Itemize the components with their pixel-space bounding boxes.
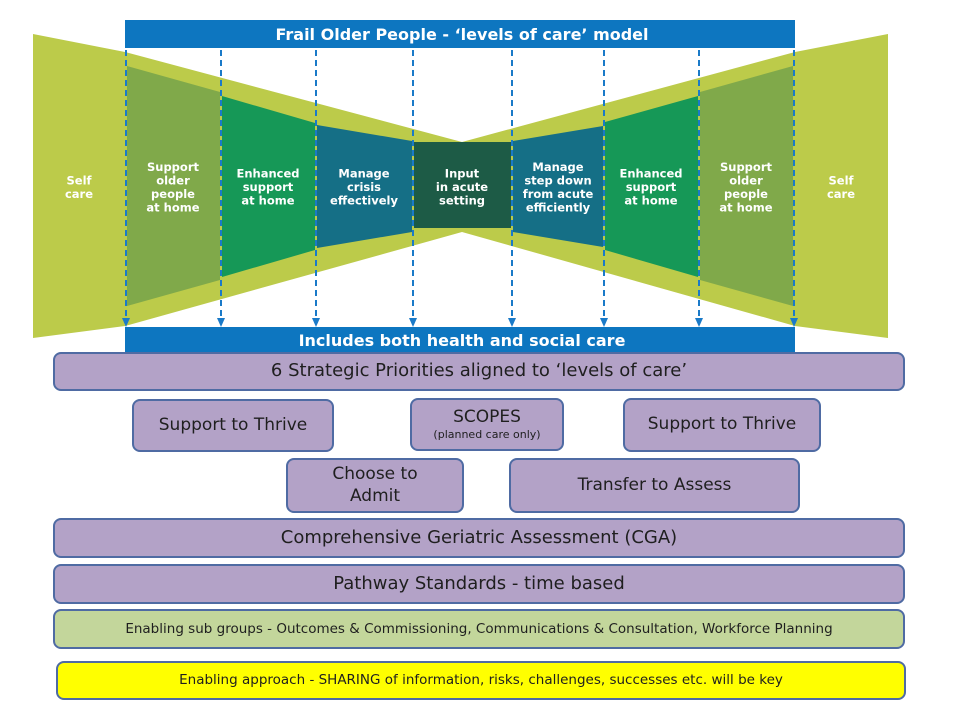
- self-care-left-band: [33, 34, 125, 338]
- enabling-sub-groups-label: Enabling sub groups - Outcomes & Commiss…: [125, 620, 833, 637]
- support-to-thrive-right-box: Support to Thrive: [623, 398, 821, 452]
- levels-of-care-diagram: Frail Older People - ‘levels of care’ mo…: [33, 20, 888, 352]
- scopes-note: (planned care only): [433, 428, 541, 442]
- divider-arrow-head: [790, 318, 798, 327]
- scopes-title: SCOPES: [453, 407, 521, 427]
- enhanced-support-right-panel: [605, 96, 698, 277]
- divider-arrow-head: [217, 318, 225, 327]
- title-banner: [125, 20, 795, 48]
- pathway-standards-bar: Pathway Standards - time based: [53, 564, 905, 604]
- support-to-thrive-left-box: Support to Thrive: [132, 399, 334, 452]
- enabling-approach-label: Enabling approach - SHARING of informati…: [179, 672, 783, 689]
- enabling-sub-groups-bar: Enabling sub groups - Outcomes & Commiss…: [53, 609, 905, 649]
- acute-setting-panel: [414, 142, 511, 228]
- divider-arrow-head: [600, 318, 608, 327]
- level-divider-arrows: [122, 50, 798, 327]
- choose-to-admit-label: Choose to Admit: [332, 464, 418, 506]
- pathway-standards-label: Pathway Standards - time based: [333, 572, 625, 594]
- transfer-to-assess-label: Transfer to Assess: [577, 474, 732, 495]
- self-care-right-band: [795, 34, 888, 338]
- cga-bar: Comprehensive Geriatric Assessment (CGA): [53, 518, 905, 558]
- divider-arrow-head: [695, 318, 703, 327]
- support-to-thrive-right-label: Support to Thrive: [647, 414, 797, 435]
- divider-arrow-head: [508, 318, 516, 327]
- strategic-priorities-bar: 6 Strategic Priorities aligned to ‘level…: [53, 352, 905, 391]
- support-home-right-panel: [700, 66, 793, 306]
- divider-arrow-head: [409, 318, 417, 327]
- manage-crisis-panel: [317, 125, 412, 248]
- strategic-priorities-label: 6 Strategic Priorities aligned to ‘level…: [270, 360, 688, 382]
- enhanced-support-left-panel: [222, 96, 315, 277]
- divider-arrow-head: [122, 318, 130, 327]
- support-to-thrive-left-label: Support to Thrive: [158, 414, 308, 435]
- step-down-panel: [513, 126, 603, 247]
- scopes-box: SCOPES (planned care only): [410, 398, 564, 451]
- support-home-left-panel: [127, 66, 220, 306]
- footer-banner: [125, 327, 795, 352]
- choose-to-admit-box: Choose to Admit: [286, 458, 464, 513]
- cga-label: Comprehensive Geriatric Assessment (CGA): [280, 526, 678, 548]
- enabling-approach-bar: Enabling approach - SHARING of informati…: [56, 661, 906, 700]
- model-footer: Includes both health and social care: [299, 331, 626, 350]
- transfer-to-assess-box: Transfer to Assess: [509, 458, 800, 513]
- model-title: Frail Older People - ‘levels of care’ mo…: [275, 25, 648, 44]
- divider-arrow-head: [312, 318, 320, 327]
